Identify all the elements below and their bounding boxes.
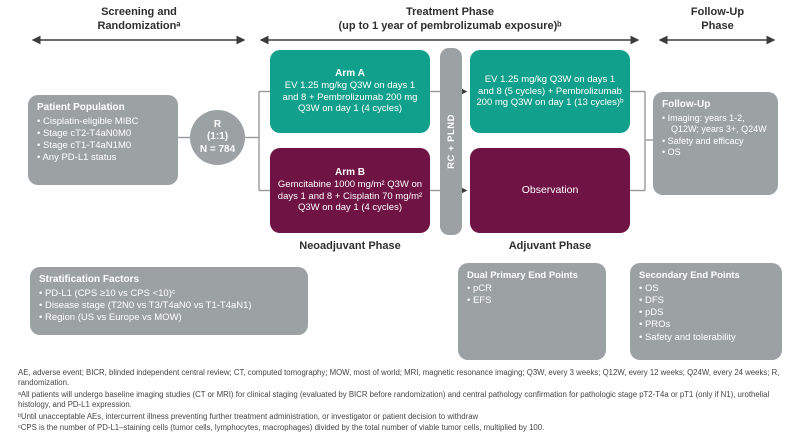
followup-title: Follow-Up <box>662 99 711 110</box>
primary-endpoints-list: pCREFS <box>467 283 597 307</box>
secondary-endpoints-box: Secondary End Points OSDFSpDSPROsSafety … <box>630 263 782 360</box>
arm-b-regimen: Gemcitabine 1000 mg/m² Q3W on days 1 and… <box>277 179 423 214</box>
list-item: Imaging: years 1-2, Q12W; years 3+, Q24W <box>662 113 769 136</box>
list-item: pDS <box>639 307 773 319</box>
footnote: ᵇUntil unacceptable AEs, intercurrent il… <box>18 411 479 421</box>
primary-endpoints-box: Dual Primary End Points pCREFS <box>458 263 606 360</box>
list-item: Disease stage (T2N0 vs T3/T4aN0 vs T1-T4… <box>39 300 299 312</box>
arm-a-regimen: EV 1.25 mg/kg Q3W on days 1 and 8 + Pemb… <box>282 80 418 115</box>
list-item: OS <box>662 147 769 159</box>
list-item: Safety and efficacy <box>662 136 769 148</box>
neoadjuvant-arm-a-box: Arm A EV 1.25 mg/kg Q3W on days 1 and 8 … <box>270 50 430 133</box>
arm-a-title: Arm A <box>335 68 365 80</box>
neoadjuvant-arm-b-box: Arm B Gemcitabine 1000 mg/m² Q3W on days… <box>270 148 430 233</box>
list-item: EFS <box>467 295 597 307</box>
screening-phase-header: Screening and Randomizationᵃ <box>97 6 181 32</box>
list-item: Any PD-L1 status <box>37 152 169 164</box>
list-item: Cisplatin-eligible MIBC <box>37 116 169 128</box>
list-item: pCR <box>467 283 597 295</box>
secondary-endpoints-list: OSDFSpDSPROsSafety and tolerability <box>639 283 773 344</box>
footnote: ᵃAll patients will undergo baseline imag… <box>18 389 770 410</box>
neoadjuvant-phase-label: Neoadjuvant Phase <box>299 240 401 252</box>
box-connectors <box>178 90 653 192</box>
followup-phase-header: Follow-Up Phase <box>690 6 745 32</box>
patient-population-box: Patient Population Cisplatin-eligible MI… <box>28 95 178 185</box>
treatment-phase-header: Treatment Phase (up to 1 year of pembrol… <box>338 6 562 32</box>
randomization-circle: R (1:1) N = 784 <box>190 110 245 165</box>
list-item: OS <box>639 283 773 295</box>
patient-population-title: Patient Population <box>37 102 125 113</box>
list-item: DFS <box>639 295 773 307</box>
footnote: AE, adverse event; BICR, blinded indepen… <box>18 368 780 388</box>
observation-label: Observation <box>521 184 579 197</box>
arm-b-title: Arm B <box>334 167 365 179</box>
stratification-title: Stratification Factors <box>39 274 140 285</box>
observation-box: Observation <box>470 148 630 233</box>
patient-population-list: Cisplatin-eligible MIBCStage cT2-T4aN0M0… <box>37 116 169 165</box>
adjuvant-arm-a-box: EV 1.25 mg/kg Q3W on days 1 and 8 (5 cyc… <box>470 50 630 133</box>
list-item: PD-L1 (CPS ≥10 vs CPS <10)ᶜ <box>39 288 299 300</box>
primary-endpoints-title: Dual Primary End Points <box>467 270 578 281</box>
surgery-bar: RC + PLND <box>440 48 462 235</box>
followup-box: Follow-Up Imaging: years 1-2, Q12W; year… <box>653 92 778 195</box>
footnotes: AE, adverse event; BICR, blinded indepen… <box>18 368 790 435</box>
list-item: Stage cT1-T4aN1M0 <box>37 140 169 152</box>
list-item: Stage cT2-T4aN0M0 <box>37 128 169 140</box>
surgery-label: RC + PLND <box>445 114 457 169</box>
surgery-exit-arrows <box>458 86 468 196</box>
list-item: Safety and tolerability <box>639 332 773 344</box>
stratification-list: PD-L1 (CPS ≥10 vs CPS <10)ᶜDisease stage… <box>39 288 299 324</box>
followup-list: Imaging: years 1-2, Q12W; years 3+, Q24W… <box>662 113 769 159</box>
list-item: PROs <box>639 319 773 331</box>
footnote: ᶜCPS is the number of PD-L1–staining cel… <box>18 423 545 433</box>
secondary-endpoints-title: Secondary End Points <box>639 270 740 281</box>
stratification-box: Stratification Factors PD-L1 (CPS ≥10 vs… <box>30 267 308 335</box>
list-item: Region (US vs Europe vs MOW) <box>39 312 299 324</box>
adjuvant-phase-label: Adjuvant Phase <box>508 240 592 252</box>
adjuvant-arm-a-regimen: EV 1.25 mg/kg Q3W on days 1 and 8 (5 cyc… <box>476 74 624 109</box>
